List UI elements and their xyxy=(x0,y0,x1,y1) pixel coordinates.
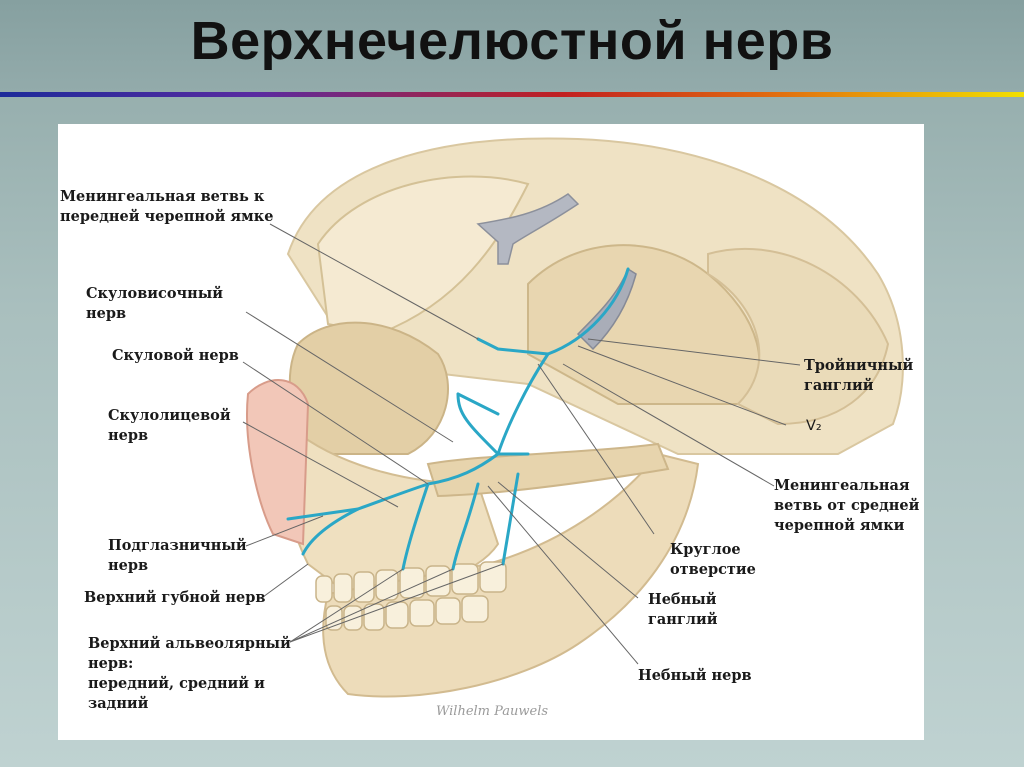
label-meningeal-middle: Менингеальная ветвь от средней черепной … xyxy=(774,477,920,534)
label-trigeminal-ganglion: Тройничный ганглий xyxy=(804,357,914,394)
slide-title: Верхнечелюстной нерв xyxy=(190,11,834,71)
label-superior-alveolar: Верхний альвеолярный нерв: передний, сре… xyxy=(88,635,291,712)
cavernous-vessel xyxy=(476,193,580,265)
upper-teeth xyxy=(315,561,507,603)
label-meningeal-anterior: Менингеальная ветвь к передней черепной … xyxy=(60,188,274,225)
label-zygomatic: Скуловой нерв xyxy=(112,347,239,364)
maxillary-nerve-branches xyxy=(286,267,630,571)
label-zygomaticotemporal: Скуловисочный нерв xyxy=(86,285,224,322)
label-infraorbital: Подглазничный нерв xyxy=(108,537,247,574)
leader-lines xyxy=(242,223,801,665)
skull-illustration xyxy=(242,137,904,698)
artist-signature: Wilhelm Pauwels xyxy=(436,704,549,719)
posterior-fossa xyxy=(707,247,890,426)
label-superior-labial: Верхний губной нерв xyxy=(84,589,266,606)
label-palatine-nerve: Небный нерв xyxy=(638,667,752,684)
label-foramen-rotundum: Круглое отверстие xyxy=(670,541,756,578)
label-zygomaticofacial: Скулолицевой нерв xyxy=(108,407,231,444)
mandible xyxy=(322,452,700,698)
label-pterygopalatine-ganglion: Небный ганглий xyxy=(648,591,718,628)
title-bar xyxy=(0,0,1024,92)
label-v2: V₂ xyxy=(806,418,822,434)
title-underline xyxy=(0,92,1024,97)
nasal-area xyxy=(246,379,310,546)
diagram-panel: Менингеальная ветвь к передней черепной … xyxy=(58,124,924,740)
anterior-cranial-fossa xyxy=(316,175,530,336)
